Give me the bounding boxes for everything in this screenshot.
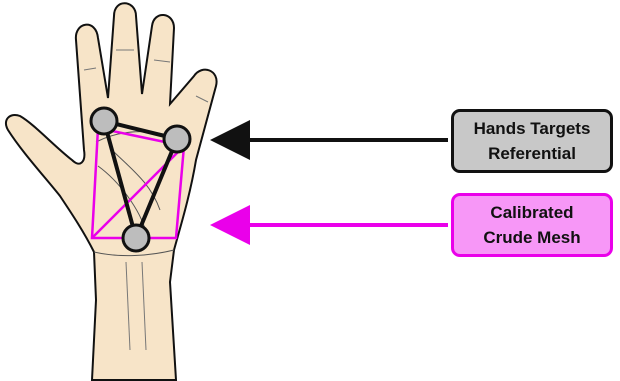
referential-label-box: Hands Targets Referential [451,109,613,173]
circle-target-icon [91,108,117,134]
circle-target-icon [164,126,190,152]
hand-illustration-icon [6,3,217,380]
mesh-label-line1: Calibrated [490,200,573,225]
referential-label-line2: Referential [488,141,576,166]
referential-label-line1: Hands Targets [474,116,591,141]
mesh-label-line2: Crude Mesh [483,225,580,250]
mesh-label-box: Calibrated Crude Mesh [451,193,613,257]
circle-target-icon [123,225,149,251]
hand-outline [6,3,217,380]
